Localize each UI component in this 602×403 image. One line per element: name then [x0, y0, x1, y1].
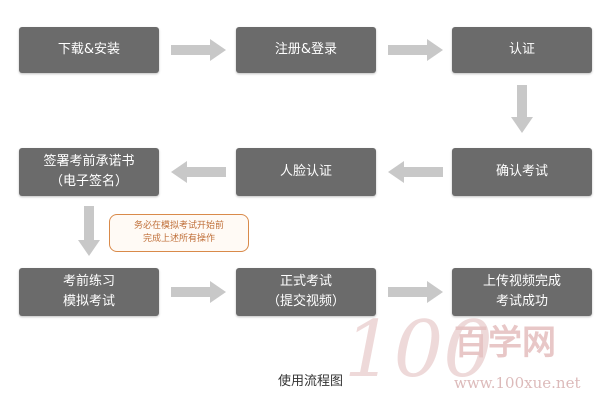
- arrow-left-1: [388, 161, 443, 183]
- step-sign-pledge-line1: 签署考前承诺书: [43, 154, 135, 169]
- warning-note-line2: 完成上述所有操作: [142, 234, 215, 244]
- step-face-verify-label: 人脸认证: [279, 164, 332, 179]
- warning-note: 务必在模拟考试开始前 完成上述所有操作: [109, 214, 249, 252]
- step-face-verify: 人脸认证: [236, 148, 376, 196]
- watermark-number: 100: [344, 305, 493, 395]
- step-formal-exam-line2: （提交视频）: [266, 294, 345, 309]
- step-register-login-label: 注册&登录: [274, 42, 338, 57]
- step-confirm-exam-label: 确认考试: [495, 164, 548, 179]
- arrow-down-2: [78, 206, 100, 256]
- step-register-login: 注册&登录: [236, 27, 376, 73]
- step-verify-label: 认证: [508, 42, 535, 57]
- watermark-brand: 百学网: [454, 323, 556, 363]
- step-formal-exam-line1: 正式考试: [279, 274, 332, 289]
- step-upload-video-line2: 考试成功: [495, 294, 548, 309]
- diagram-caption: 使用流程图: [278, 374, 344, 389]
- step-formal-exam: 正式考试 （提交视频）: [236, 268, 376, 316]
- arrow-right-1: [171, 39, 226, 61]
- arrow-right-2: [388, 39, 443, 61]
- step-practice-line2: 模拟考试: [62, 294, 115, 309]
- step-sign-pledge-line2: （电子签名）: [49, 174, 128, 189]
- step-upload-video: 上传视频完成 考试成功: [452, 268, 592, 316]
- step-practice-line1: 考前练习: [62, 274, 115, 289]
- step-practice: 考前练习 模拟考试: [19, 268, 159, 316]
- watermark-logo: 100 百学网 www.100xue.net: [344, 305, 580, 395]
- step-verify: 认证: [452, 27, 592, 73]
- step-download-install: 下载&安装: [19, 27, 159, 73]
- step-sign-pledge: 签署考前承诺书 （电子签名）: [19, 148, 159, 196]
- arrow-left-2: [171, 161, 226, 183]
- arrow-right-3: [171, 281, 226, 303]
- warning-note-line1: 务必在模拟考试开始前: [133, 221, 224, 231]
- arrow-right-4: [388, 281, 443, 303]
- watermark-url: www.100xue.net: [454, 374, 580, 392]
- step-confirm-exam: 确认考试: [452, 148, 592, 196]
- step-upload-video-line1: 上传视频完成: [482, 274, 561, 289]
- step-download-install-label: 下载&安装: [57, 42, 121, 57]
- arrow-down-1: [511, 85, 533, 133]
